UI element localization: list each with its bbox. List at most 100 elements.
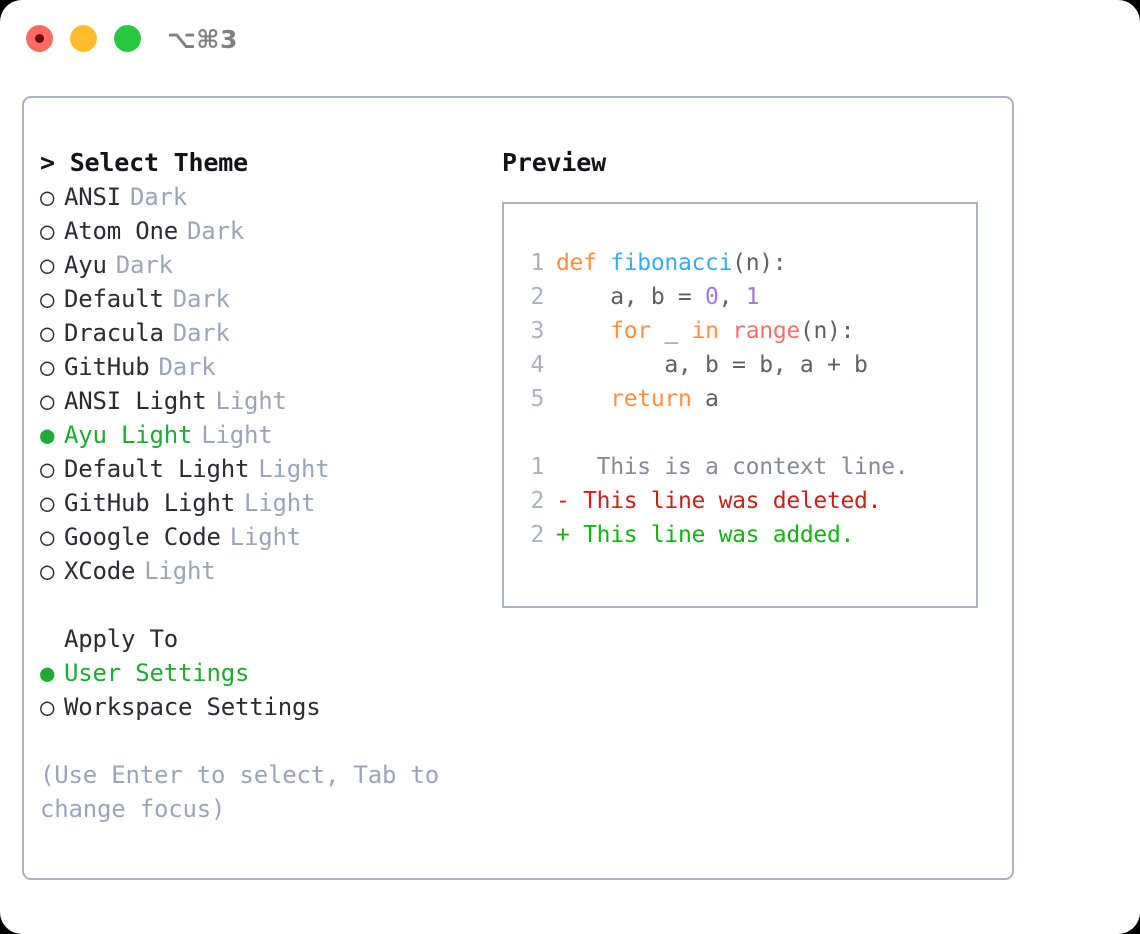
- code-token: a: [691, 386, 719, 412]
- code-token: range: [732, 318, 800, 344]
- code-token: [556, 382, 610, 416]
- code-line: 4 a, b = b, a + b: [522, 348, 976, 382]
- theme-option-label: Default: [64, 285, 164, 313]
- maximize-button[interactable]: [114, 25, 141, 52]
- code-token: [556, 314, 610, 348]
- radio-selected-icon: ●: [40, 659, 55, 687]
- radio-empty-icon: ○: [40, 353, 55, 381]
- theme-option-tag: Light: [144, 557, 216, 585]
- code-token: def: [556, 250, 611, 276]
- theme-option-tag: Dark: [130, 183, 187, 211]
- theme-option-tag: Light: [244, 489, 316, 517]
- window-controls: [26, 25, 141, 52]
- theme-option-label: Ayu: [64, 251, 107, 279]
- radio-empty-icon: ○: [40, 693, 55, 721]
- radio-empty-icon: ○: [40, 455, 55, 483]
- theme-option-dracula[interactable]: ○ Dracula Dark: [40, 316, 488, 350]
- theme-option-google-code[interactable]: ○ Google Code Light: [40, 520, 488, 554]
- code-token: fibonacci: [610, 250, 733, 276]
- theme-option-tag: Dark: [115, 251, 173, 279]
- theme-option-tag: Dark: [158, 353, 216, 381]
- code-token: 0: [705, 284, 719, 310]
- apply-to-heading: Apply To: [64, 625, 178, 653]
- keyboard-hint: (Use Enter to select, Tab to change focu…: [40, 761, 439, 823]
- theme-option-tag: Light: [258, 455, 330, 483]
- diff-marker: -: [556, 488, 570, 514]
- code-token: _: [650, 318, 692, 344]
- theme-option-github[interactable]: ○ GitHub Dark: [40, 350, 488, 384]
- theme-option-tag: Dark: [172, 285, 230, 313]
- diff-text: This line was deleted.: [569, 488, 882, 514]
- code-line-number: 2: [530, 284, 544, 310]
- code-token: (n):: [732, 250, 787, 276]
- theme-option-label: Atom One: [64, 217, 178, 245]
- radio-empty-icon: ○: [40, 183, 55, 211]
- close-button[interactable]: [26, 25, 53, 52]
- theme-option-ayu[interactable]: ○ Ayu Dark: [40, 248, 488, 282]
- diff-line: 2+ This line was added.: [522, 518, 976, 552]
- keyboard-shortcut-label: ⌥⌘3: [167, 25, 238, 54]
- select-theme-heading: > Select Theme: [40, 148, 248, 177]
- theme-option-atom-one[interactable]: ○ Atom One Dark: [40, 214, 488, 248]
- code-token: a, b = b, a + b: [556, 352, 868, 378]
- diff-line-number: 1: [530, 454, 544, 480]
- code-line: 2 a, b = 0, 1: [522, 280, 976, 314]
- theme-option-tag: Light: [229, 523, 301, 551]
- radio-empty-icon: ○: [40, 319, 55, 347]
- code-token: (n):: [799, 318, 855, 344]
- code-line: 5 return a: [522, 382, 976, 416]
- diff-line: 2- This line was deleted.: [522, 484, 976, 518]
- apply-to-option-workspace-settings[interactable]: ○Workspace Settings: [40, 690, 488, 724]
- code-token: for: [610, 318, 651, 344]
- radio-empty-icon: ○: [40, 251, 55, 279]
- theme-option-tag: Dark: [172, 319, 230, 347]
- theme-option-label: ANSI: [64, 183, 121, 211]
- diff-sample: 1 This is a context line. 2- This line wa…: [522, 450, 976, 552]
- code-token: ,: [718, 284, 746, 310]
- theme-option-tag: Dark: [187, 217, 244, 245]
- code-line-number: 4: [530, 352, 544, 378]
- minimize-button[interactable]: [70, 25, 97, 52]
- theme-option-label: GitHub: [64, 353, 150, 381]
- apply-to-option-user-settings[interactable]: ●User Settings: [40, 656, 488, 690]
- radio-empty-icon: ○: [40, 285, 55, 313]
- radio-empty-icon: ○: [40, 489, 55, 517]
- theme-option-tag: Light: [201, 421, 273, 449]
- theme-option-ansi[interactable]: ○ ANSI Dark: [40, 180, 488, 214]
- theme-option-label: Dracula: [64, 319, 164, 347]
- list-spacer: [40, 588, 488, 622]
- code-token: [719, 314, 733, 348]
- diff-marker: [556, 450, 570, 484]
- code-token: return: [610, 386, 692, 412]
- theme-option-label: Google Code: [64, 523, 221, 551]
- radio-empty-icon: ○: [40, 557, 55, 585]
- radio-empty-icon: ○: [40, 217, 55, 245]
- diff-text: This line was added.: [569, 522, 855, 548]
- theme-option-tag: Light: [215, 387, 287, 415]
- theme-option-default-light[interactable]: ○ Default Light Light: [40, 452, 488, 486]
- preview-heading: Preview: [502, 148, 606, 177]
- code-line-number: 3: [530, 318, 544, 344]
- radio-selected-icon: ●: [40, 421, 55, 449]
- apply-to-list[interactable]: ●User Settings○Workspace Settings: [40, 656, 488, 724]
- code-diff-separator: [522, 416, 976, 450]
- code-token: a, b =: [556, 284, 706, 310]
- radio-empty-icon: ○: [40, 523, 55, 551]
- code-token: 1: [745, 284, 760, 310]
- theme-option-default[interactable]: ○ Default Dark: [40, 282, 488, 316]
- theme-option-label: Default Light: [64, 455, 250, 483]
- code-line-number: 1: [530, 250, 544, 276]
- diff-text: This is a context line.: [569, 454, 909, 480]
- title-bar: ⌥⌘3: [0, 0, 1140, 80]
